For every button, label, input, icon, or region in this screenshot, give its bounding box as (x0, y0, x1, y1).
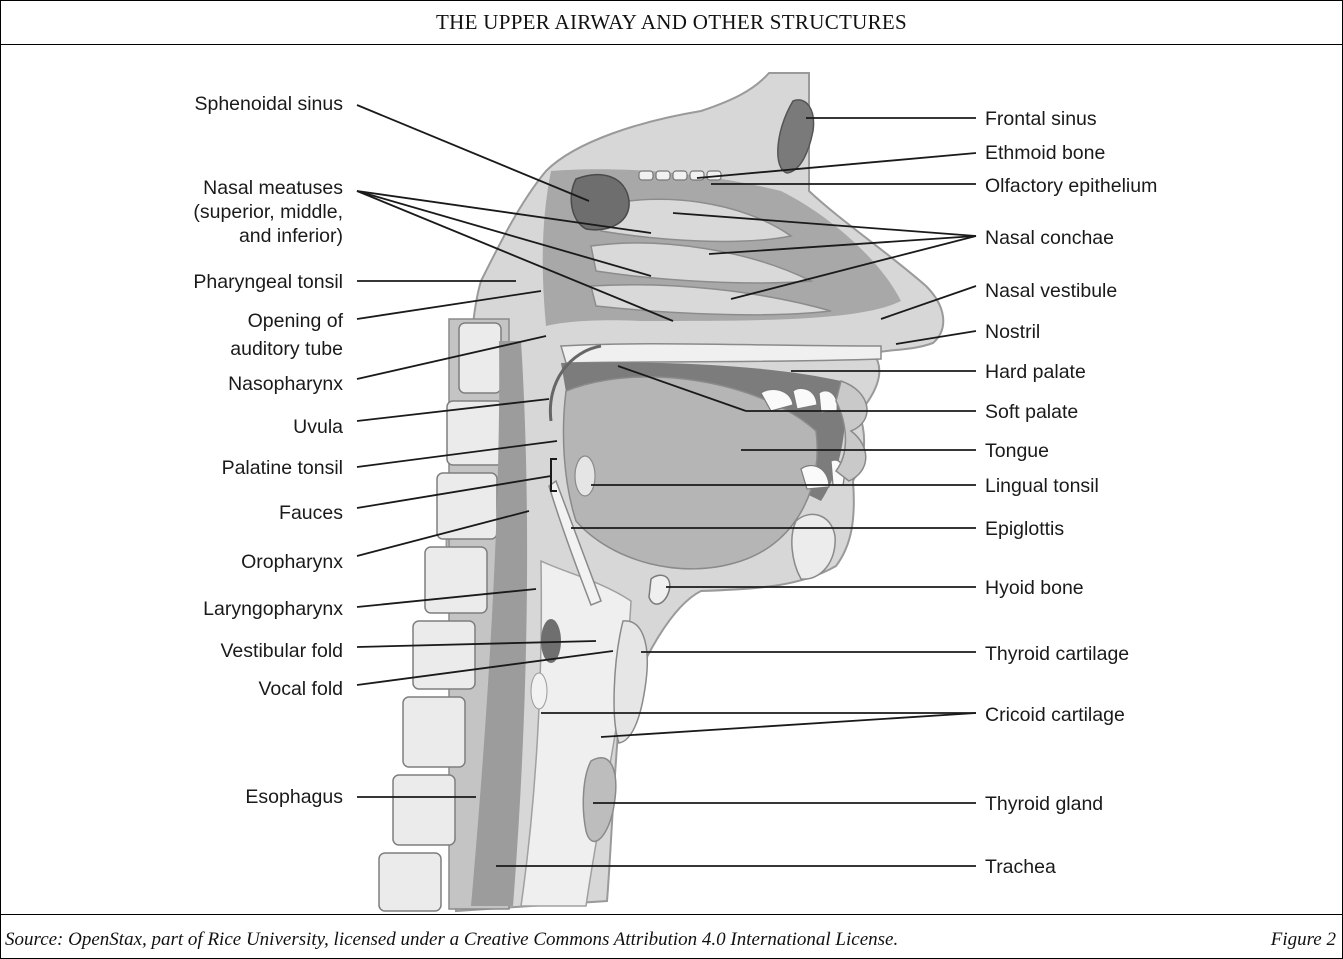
label-lingual-tonsil: Lingual tonsil (985, 475, 1099, 497)
label-soft-palate: Soft palate (985, 401, 1078, 423)
label-nasal-vestibule: Nasal vestibule (985, 280, 1117, 302)
label-ethmoid-bone: Ethmoid bone (985, 142, 1105, 164)
figure-number: Figure 2 (1271, 929, 1336, 951)
head-illustration (379, 73, 943, 911)
label-sphenoidal-sinus: Sphenoidal sinus (194, 93, 343, 115)
label-palatine-tonsil: Palatine tonsil (222, 457, 343, 479)
label-laryngopharynx: Laryngopharynx (203, 598, 343, 620)
fold-shape (541, 619, 561, 663)
sphenoid-sinus (571, 175, 629, 230)
label-thyroid-cartilage: Thyroid cartilage (985, 643, 1129, 665)
label-nasal-conchae: Nasal conchae (985, 227, 1114, 249)
label-olfactory-epithelium: Olfactory epithelium (985, 175, 1157, 197)
label-vestibular-fold: Vestibular fold (221, 640, 344, 662)
label-nasal-meatuses: Nasal meatuses (203, 177, 343, 199)
label-oropharynx: Oropharynx (241, 551, 343, 573)
label-uvula: Uvula (293, 416, 343, 438)
palate-bone (561, 344, 881, 363)
left-labels: Sphenoidal sinus Nasal meatuses (superio… (193, 93, 343, 808)
label-esophagus: Esophagus (245, 786, 343, 808)
label-epiglottis: Epiglottis (985, 518, 1064, 540)
label-frontal-sinus: Frontal sinus (985, 108, 1097, 130)
label-cricoid-cartilage: Cricoid cartilage (985, 704, 1125, 726)
label-vocal-fold: Vocal fold (258, 678, 343, 700)
label-tongue: Tongue (985, 440, 1049, 462)
label-nostril: Nostril (985, 321, 1040, 343)
label-pharyngeal-tonsil: Pharyngeal tonsil (193, 271, 343, 293)
label-opening-auditory-tube: Opening of (248, 310, 344, 332)
thyroid-cartilage-shape (614, 621, 647, 743)
cricoid-shape (531, 673, 547, 709)
label-hyoid-bone: Hyoid bone (985, 577, 1084, 599)
label-nasal-meatuses-line3: and inferior) (239, 225, 343, 247)
ethmoid-plate (639, 171, 721, 180)
label-fauces: Fauces (279, 502, 343, 524)
label-trachea: Trachea (985, 856, 1056, 878)
caption-bar: Source: OpenStax, part of Rice Universit… (1, 914, 1342, 959)
source-credit: Source: OpenStax, part of Rice Universit… (5, 929, 898, 951)
label-hard-palate: Hard palate (985, 361, 1086, 383)
label-opening-auditory-tube-line2: auditory tube (230, 338, 343, 360)
label-nasopharynx: Nasopharynx (228, 373, 343, 395)
right-labels: Frontal sinus Ethmoid bone Olfactory epi… (985, 108, 1157, 878)
anatomy-diagram: Sphenoidal sinus Nasal meatuses (superio… (1, 45, 1342, 913)
label-nasal-meatuses-line2: (superior, middle, (193, 201, 343, 223)
lingual-tonsil-shape (575, 456, 595, 496)
label-thyroid-gland: Thyroid gland (985, 793, 1103, 815)
figure-title: THE UPPER AIRWAY AND OTHER STRUCTURES (1, 1, 1342, 45)
